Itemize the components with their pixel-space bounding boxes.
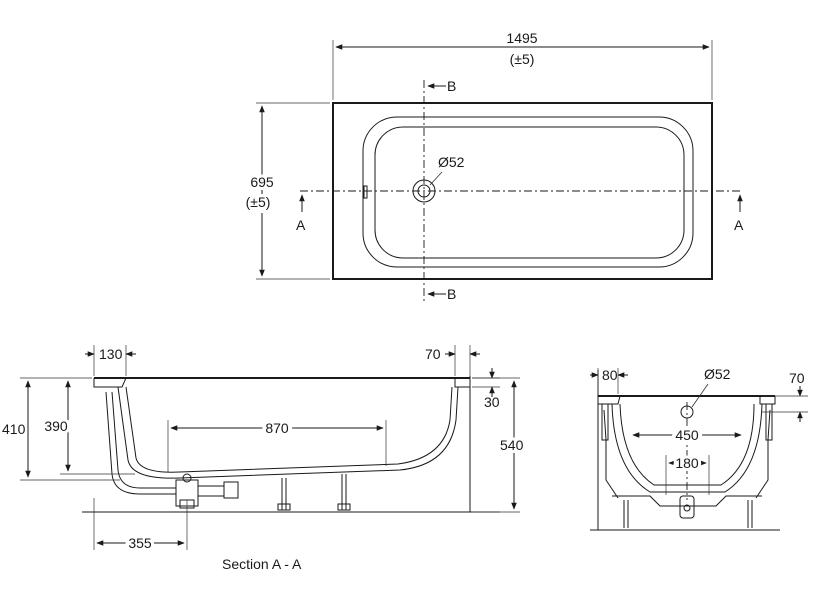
bb-frame [612, 495, 762, 507]
plan-length: 1495 [506, 30, 537, 46]
plan-width-tolerance: (±5) [246, 194, 271, 210]
section-a-label-left: A [296, 217, 306, 233]
plan-view: Ø52 B B A A 1495 (±5) 695 (±5) [243, 30, 744, 302]
aa-height-total: 540 [500, 437, 524, 453]
bb-waste-diameter: Ø52 [704, 366, 731, 382]
aa-rim-depth: 30 [484, 394, 500, 410]
basin-outer-edge [362, 116, 694, 268]
bb-base-width: 180 [675, 455, 699, 471]
section-b-label-top: B [447, 78, 456, 94]
bb-rim-left: 80 [602, 367, 618, 383]
left-rim [93, 377, 127, 388]
aa-rim-right: 70 [425, 346, 441, 362]
right-rim [454, 378, 470, 388]
overflow-pipe [111, 391, 176, 489]
plan-waste-diameter: Ø52 [438, 154, 465, 170]
overflow-mark [363, 185, 368, 199]
bb-shell-inner [619, 403, 755, 486]
aa-height-inner: 390 [44, 418, 68, 434]
plan-length-tolerance: (±5) [510, 51, 535, 67]
section-aa-view: 130 70 30 410 390 870 540 [2, 345, 527, 572]
section-aa-caption: Section A - A [222, 556, 302, 572]
section-bb-view: Ø52 80 70 450 180 [590, 366, 808, 531]
bb-waste-trap [679, 495, 695, 519]
aa-base-length: 870 [265, 420, 289, 436]
support-legs [277, 474, 351, 511]
waste-leader [429, 171, 443, 186]
bb-width-inner: 450 [675, 427, 699, 443]
aa-waste-offset: 355 [128, 535, 152, 551]
aa-rim-left: 130 [99, 346, 123, 362]
shell-outer [117, 386, 459, 479]
shell-inner [125, 386, 453, 473]
bb-rim-right: 70 [789, 370, 805, 386]
section-b-label-bottom: B [447, 286, 456, 302]
plan-width: 695 [250, 174, 274, 190]
aa-height-overall: 410 [2, 421, 26, 437]
basin-inner-edge [374, 126, 685, 259]
section-a-label-right: A [734, 217, 744, 233]
bb-shell-outer [611, 403, 763, 493]
